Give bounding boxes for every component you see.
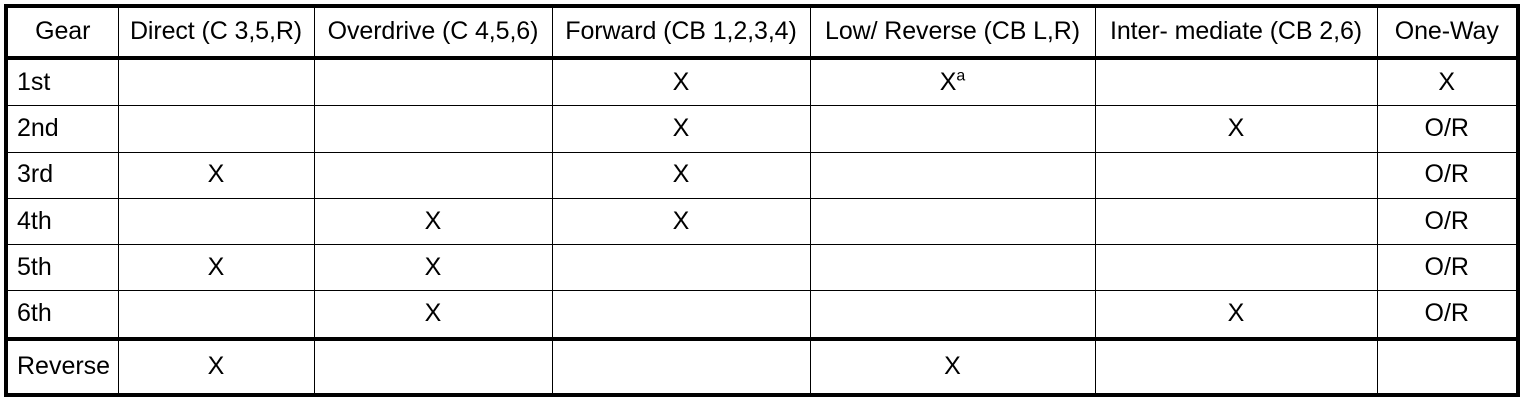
footnote-marker: a — [956, 67, 966, 85]
column-header-overdrive: Overdrive (C 4,5,6) — [313, 4, 553, 60]
cell-value: X — [207, 160, 225, 189]
cell-lowrev: X — [809, 336, 1096, 398]
table-row: 4th X X O/R — [4, 197, 1520, 246]
cell-forward — [551, 290, 811, 340]
cell-lowrev — [809, 197, 1096, 246]
cell-direct — [117, 197, 315, 246]
table-row: 6th X X O/R — [4, 290, 1520, 340]
cell-direct — [117, 105, 315, 153]
cell-value: X — [207, 252, 225, 281]
cell-value: O/R — [1424, 299, 1469, 328]
gear-label-cell: 1st — [4, 57, 119, 107]
cell-inter — [1094, 336, 1378, 398]
cell-value: X — [672, 160, 690, 189]
cell-oneway: O/R — [1376, 290, 1520, 340]
cell-oneway: O/R — [1376, 244, 1520, 292]
cell-value: O/R — [1424, 206, 1469, 235]
cell-forward: X — [551, 151, 811, 199]
cell-oneway: O/R — [1376, 197, 1520, 246]
cell-value: X — [939, 67, 957, 96]
table-header: Gear Direct (C 3,5,R) Overdrive (C 4,5,6… — [4, 4, 1520, 60]
cell-forward — [551, 336, 811, 398]
gear-label-cell: 3rd — [4, 151, 119, 199]
table-row: 2nd X X O/R — [4, 105, 1520, 153]
cell-value: X — [424, 299, 442, 328]
cell-direct — [117, 290, 315, 340]
cell-oneway: O/R — [1376, 151, 1520, 199]
column-header-low-reverse: Low/ Reverse (CB L,R) — [809, 4, 1096, 60]
table-row: Reverse X X — [4, 336, 1520, 398]
column-header-direct: Direct (C 3,5,R) — [117, 4, 315, 60]
cell-inter — [1094, 197, 1378, 246]
cell-value: X — [424, 206, 442, 235]
cell-value: X — [1227, 114, 1245, 143]
cell-inter — [1094, 244, 1378, 292]
clutch-application-table: Gear Direct (C 3,5,R) Overdrive (C 4,5,6… — [4, 4, 1520, 398]
column-header-gear: Gear — [4, 4, 119, 60]
cell-oneway: O/R — [1376, 105, 1520, 153]
cell-value: O/R — [1424, 160, 1469, 189]
cell-overdrive: X — [313, 197, 553, 246]
table-row: 3rd X X O/R — [4, 151, 1520, 199]
gear-label-cell: 2nd — [4, 105, 119, 153]
cell-direct: X — [117, 244, 315, 292]
cell-overdrive: X — [313, 290, 553, 340]
cell-direct: X — [117, 151, 315, 199]
gear-label-cell: 5th — [4, 244, 119, 292]
cell-overdrive — [313, 57, 553, 107]
cell-lowrev: Xa — [809, 57, 1096, 107]
gear-label-cell: Reverse — [4, 336, 119, 398]
cell-lowrev — [809, 244, 1096, 292]
cell-overdrive — [313, 105, 553, 153]
header-row: Gear Direct (C 3,5,R) Overdrive (C 4,5,6… — [4, 4, 1520, 60]
cell-forward — [551, 244, 811, 292]
cell-value: X — [1227, 299, 1245, 328]
cell-lowrev — [809, 105, 1096, 153]
cell-value: O/R — [1424, 252, 1469, 281]
cell-direct — [117, 57, 315, 107]
cell-inter: X — [1094, 105, 1378, 153]
cell-direct: X — [117, 336, 315, 398]
cell-value: X — [424, 252, 442, 281]
cell-value: X — [672, 67, 690, 96]
cell-value: X — [672, 114, 690, 143]
column-header-forward: Forward (CB 1,2,3,4) — [551, 4, 811, 60]
cell-oneway — [1376, 336, 1520, 398]
cell-forward: X — [551, 57, 811, 107]
cell-forward: X — [551, 197, 811, 246]
table-row: 5th X X O/R — [4, 244, 1520, 292]
cell-overdrive — [313, 336, 553, 398]
cell-overdrive — [313, 151, 553, 199]
cell-inter — [1094, 57, 1378, 107]
cell-forward: X — [551, 105, 811, 153]
column-header-one-way: One-Way — [1376, 4, 1520, 60]
cell-value: X — [1438, 67, 1456, 96]
cell-lowrev — [809, 290, 1096, 340]
cell-oneway: X — [1376, 57, 1520, 107]
cell-value: X — [207, 352, 225, 381]
column-header-intermediate: Inter- mediate (CB 2,6) — [1094, 4, 1378, 60]
cell-inter — [1094, 151, 1378, 199]
cell-value: O/R — [1424, 114, 1469, 143]
gear-label-cell: 4th — [4, 197, 119, 246]
gear-label-cell: 6th — [4, 290, 119, 340]
cell-lowrev — [809, 151, 1096, 199]
cell-inter: X — [1094, 290, 1378, 340]
cell-overdrive: X — [313, 244, 553, 292]
cell-value: X — [672, 206, 690, 235]
cell-value: X — [944, 352, 961, 381]
